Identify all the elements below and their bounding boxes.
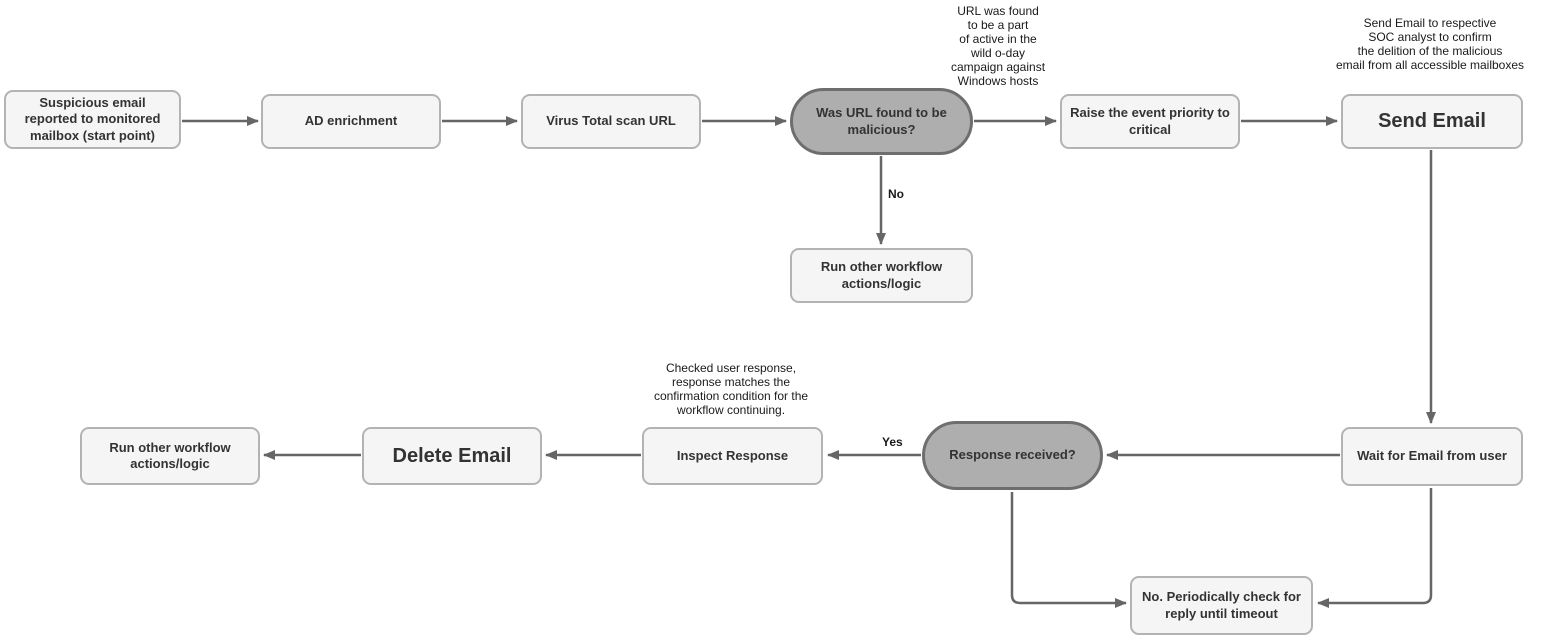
- node-label: Run other workflow actions/logic: [109, 439, 231, 471]
- node-label: Was URL found to be malicious?: [816, 105, 947, 137]
- node-label: Raise the event priority to critical: [1070, 105, 1230, 137]
- node-delete-email[interactable]: Delete Email: [362, 427, 542, 485]
- node-label: Send Email: [1378, 110, 1486, 132]
- annotation-zero-day-campaign: URL was found to be a part of active in …: [950, 4, 1046, 88]
- node-label: Suspicious email reported to monitored m…: [24, 95, 161, 143]
- node-raise-priority-critical[interactable]: Raise the event priority to critical: [1060, 94, 1240, 149]
- node-label: Response received?: [949, 447, 1076, 463]
- node-inspect-response[interactable]: Inspect Response: [642, 427, 823, 485]
- node-wait-for-email[interactable]: Wait for Email from user: [1341, 427, 1523, 486]
- edge-label-yes: Yes: [882, 435, 903, 449]
- node-label: Wait for Email from user: [1357, 448, 1507, 464]
- node-label: No. Periodically check for reply until t…: [1142, 589, 1301, 621]
- node-virustotal-scan-url[interactable]: Virus Total scan URL: [521, 94, 701, 149]
- edge-wait-to-periodic: [1317, 488, 1433, 608]
- decision-url-malicious[interactable]: Was URL found to be malicious?: [790, 88, 973, 155]
- annotation-response-confirmation: Checked user response, response matches …: [653, 361, 809, 417]
- node-start-suspicious-email[interactable]: Suspicious email reported to monitored m…: [4, 90, 181, 149]
- node-label: Inspect Response: [676, 447, 789, 463]
- node-label: Delete Email: [392, 444, 512, 467]
- node-send-email[interactable]: Send Email: [1341, 94, 1523, 149]
- node-label: Virus Total scan URL: [546, 113, 676, 129]
- annotation-soc-confirm-deletion: Send Email to respective SOC analyst to …: [1335, 16, 1525, 72]
- node-run-other-workflow-top[interactable]: Run other workflow actions/logic: [790, 248, 973, 303]
- edge-label-no: No: [888, 187, 904, 201]
- node-label: Run other workflow actions/logic: [820, 259, 943, 291]
- decision-response-received[interactable]: Response received?: [922, 421, 1103, 490]
- node-label: AD enrichment: [304, 113, 398, 129]
- node-periodic-check-timeout[interactable]: No. Periodically check for reply until t…: [1130, 576, 1313, 635]
- node-ad-enrichment[interactable]: AD enrichment: [261, 94, 441, 149]
- edge-decision2-no-to-periodic: [1010, 492, 1127, 608]
- node-run-other-workflow-bottom[interactable]: Run other workflow actions/logic: [80, 427, 260, 485]
